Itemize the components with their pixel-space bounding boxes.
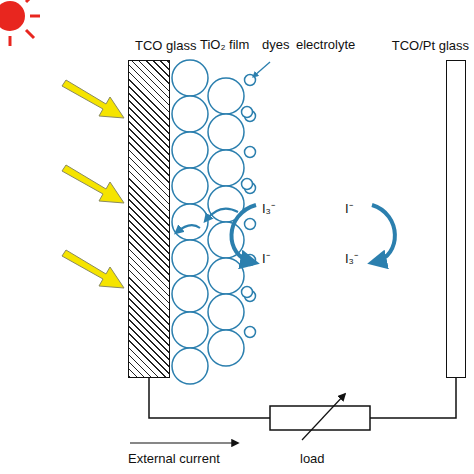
dye-molecule (245, 219, 256, 230)
redox-arrows (231, 205, 394, 262)
tio2-particle (172, 312, 208, 348)
tio2-particle (208, 150, 244, 186)
electron-paths (177, 209, 238, 232)
variable-arrow (302, 394, 345, 440)
dye-molecule (245, 147, 256, 158)
light-arrows (62, 80, 124, 288)
leader-line (254, 62, 270, 76)
dye-molecule (242, 107, 253, 118)
tio2-particle (172, 204, 208, 240)
tio2-particles (172, 60, 256, 384)
glass-electrode: TCO/Pt glass (446, 60, 466, 378)
tio2-particle (172, 60, 208, 96)
text-label: I₃⁻ (262, 202, 275, 217)
text-label: I⁻ (345, 202, 353, 217)
dye-molecule (245, 327, 256, 338)
part-label: TCO glass (135, 39, 196, 54)
tio2-particle (208, 330, 244, 366)
current-arrow (130, 442, 238, 443)
tio2-particle (208, 294, 244, 330)
text-label: electrolyte (296, 38, 355, 53)
tio2-particle (172, 168, 208, 204)
text-label: TiO₂ film (200, 38, 249, 53)
tio2-particle (172, 240, 208, 276)
part-label: TCO/Pt glass (392, 39, 469, 54)
dye-molecule (242, 287, 253, 298)
tio2-particle (208, 114, 244, 150)
text-label: dyes (262, 38, 289, 53)
sun (0, 0, 40, 46)
text-label: External current (128, 452, 220, 467)
tio2-particle (208, 258, 244, 294)
glass-electrode: TCO glass (128, 60, 170, 378)
text-label: load (300, 452, 325, 467)
tio2-particle (172, 276, 208, 312)
tio2-particle (208, 78, 244, 114)
tio2-particle (172, 132, 208, 168)
tio2-particle (172, 348, 208, 384)
dye-molecule (245, 75, 256, 86)
text-label: I⁻ (262, 252, 270, 267)
dye-molecule (242, 179, 253, 190)
variable-resistor (270, 406, 370, 430)
tio2-particle (172, 96, 208, 132)
text-label: I₃⁻ (345, 252, 358, 267)
